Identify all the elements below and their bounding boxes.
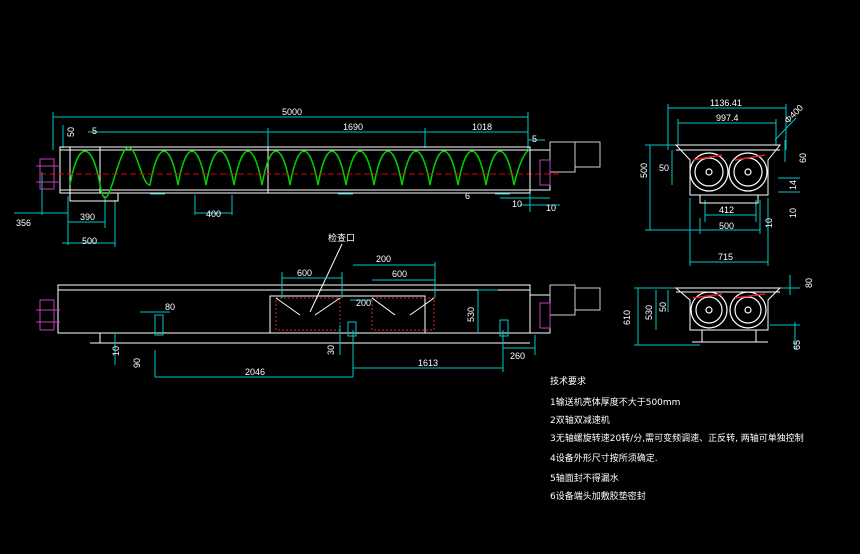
dim-support-80: 80 [165,302,175,312]
front-view [36,243,601,378]
section-top-spiral-hint [692,154,766,161]
dim-end-260: 260 [510,351,525,361]
dim-overall-width: 1136.41 [710,98,742,108]
front-view-dimension-lines [114,262,536,378]
dim-span-2046: 2046 [245,367,265,377]
section-bottom-dimension-lines [634,275,800,350]
top-view [14,112,601,247]
dim-10b: 10 [788,208,798,218]
section-bottom-spiral-hint [692,293,766,299]
dim-height-610: 610 [622,310,632,325]
note-item-1: 1输送机壳体厚度不大于500mm [550,398,681,408]
dim-span-1613: 1613 [418,358,438,368]
dim-shaft-6: 6 [465,191,470,201]
inlet-label: 检查口 [328,232,355,243]
dim-base-500: 500 [719,221,734,231]
dim-14: 14 [788,180,798,190]
dim-height-500: 500 [639,163,649,178]
dim-segment-right: 1018 [472,122,492,132]
top-view-left-flange [36,158,60,190]
top-view-casing [59,146,531,202]
section-top [645,104,800,266]
note-item-2: 2双轴双减速机 [550,416,610,426]
section-bottom [634,275,800,350]
front-view-left-flange [36,299,60,331]
dim-support-base: 500 [82,236,97,246]
note-item-5: 5轴面封不得漏水 [550,474,619,484]
dim-support-width: 390 [80,212,95,222]
front-view-inlet-leaders [275,243,435,316]
front-view-supports [154,314,509,337]
dim-total-length: 5000 [282,107,302,117]
dim-flange-50: 50 [66,127,76,137]
dim-right-10b: 10 [546,203,556,213]
dim-50: 50 [659,163,669,173]
dim-height-530-section: 530 [644,305,654,320]
top-view-spiral [69,147,531,199]
dim-inlet-offset-top: 200 [376,254,391,264]
section-bottom-casing [674,287,782,343]
dim-right-10a: 10 [512,199,522,209]
dim-60: 60 [798,153,808,163]
dim-gap-5-left: 5 [92,126,97,136]
front-view-casing [57,284,531,344]
dimension-labels: 5000 1690 1018 50 5 5 400 390 500 356 6 … [16,98,814,377]
dim-gap-5-right: 5 [532,134,537,144]
front-view-drive [529,284,601,334]
top-view-dimension-lines [14,112,560,247]
dim-leg-30: 30 [326,345,336,355]
dim-inlet-right-width: 600 [392,269,407,279]
dim-pitch: 400 [206,209,221,219]
dim-50-section: 50 [658,302,668,312]
top-view-drive [529,141,601,191]
dim-inlet-gap: 200 [356,298,371,308]
dim-height-530: 530 [466,307,476,322]
dim-leg-10: 10 [111,346,121,356]
dim-leg-90: 90 [132,358,142,368]
note-item-6: 6设备端头加敷胶垫密封 [550,492,646,502]
front-view-inlets [275,297,435,331]
note-item-3: 3无轴螺旋转速20转/分,需可变频调速、正反转, 两轴可单独控制 [550,434,804,444]
notes-title: 技术要求 [550,377,587,387]
section-top-casing [674,144,782,204]
dim-end-offset: 356 [16,218,31,228]
dim-base-412: 412 [719,205,734,215]
dim-base-715: 715 [718,252,733,262]
dim-80-section: 80 [804,278,814,288]
dim-inner-width: 997.4 [716,113,739,123]
dim-segment-mid: 1690 [343,122,363,132]
note-item-4: 4设备外形尺寸按所须确定. [550,454,658,464]
section-bottom-screws [690,291,767,329]
section-top-dimension-lines [645,104,800,266]
dim-65-section: 65 [792,340,802,350]
dim-inlet-left-width: 600 [297,268,312,278]
dim-10a: 10 [764,218,774,228]
